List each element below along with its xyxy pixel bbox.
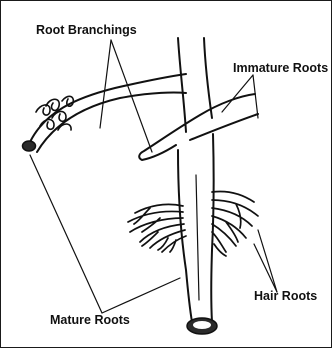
leader-lines xyxy=(30,40,277,313)
hair-roots-right-cluster xyxy=(212,191,258,256)
label-root-branchings: Root Branchings xyxy=(36,23,137,37)
main-root-tip-highlight xyxy=(193,321,211,329)
immature-root-branch xyxy=(139,94,258,160)
label-hair-roots: Hair Roots xyxy=(254,289,317,303)
label-immature-roots: Immature Roots xyxy=(233,61,328,75)
main-root-lower xyxy=(178,134,214,322)
hair-roots-left-cluster xyxy=(128,204,186,252)
left-branch-root-tip xyxy=(23,141,36,151)
side-root-branch-left xyxy=(30,74,186,152)
label-mature-roots: Mature Roots xyxy=(50,313,130,327)
